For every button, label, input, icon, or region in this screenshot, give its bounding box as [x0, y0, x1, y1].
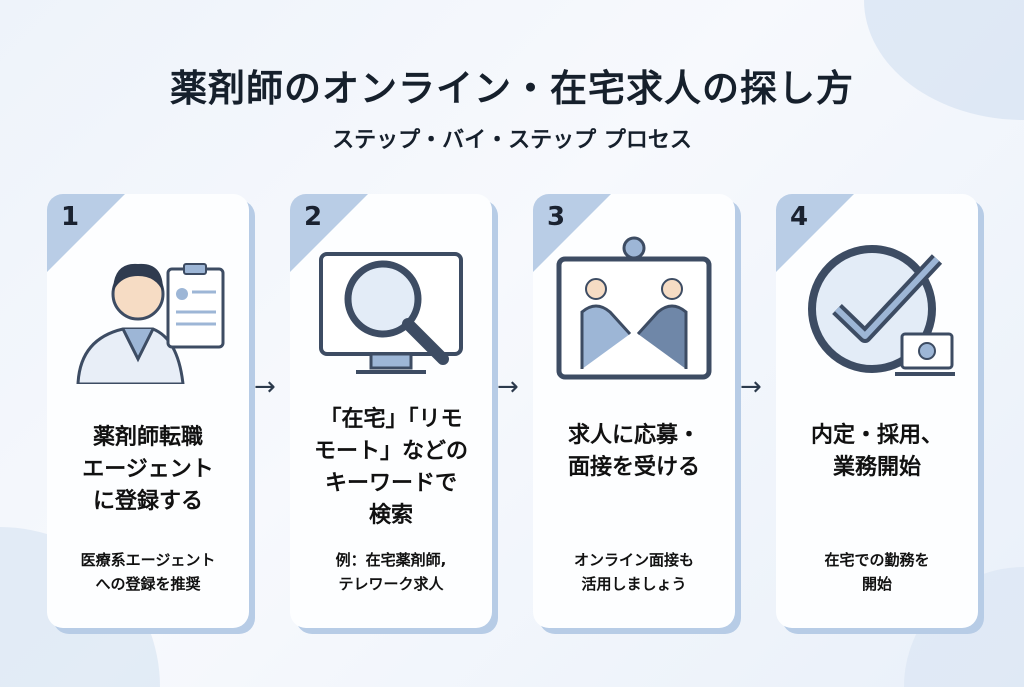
- arrow-icon: →: [254, 372, 276, 402]
- page-subtitle: ステップ・バイ・ステップ プロセス: [332, 128, 692, 153]
- arrow-icon: →: [497, 372, 519, 402]
- step-note: 在宅での勤務を 開始: [824, 551, 930, 593]
- step-title: 「在宅」「リモ モート」などの キーワードで 検索: [313, 407, 468, 528]
- step-note: オンライン面接も 活用しましょう: [573, 551, 694, 593]
- step-number: 1: [61, 202, 80, 232]
- step-note: 医療系エージェント への登録を推奨: [80, 551, 216, 593]
- video-interview-icon: [556, 236, 712, 380]
- step-title: 薬剤師転職 エージェント に登録する: [82, 425, 214, 514]
- step-title: 内定・採用、 業務開始: [810, 423, 943, 480]
- page-title: 薬剤師のオンライン・在宅求人の探し方: [170, 67, 854, 110]
- step-note: 例：在宅薬剤師, テレワーク求人: [335, 551, 447, 593]
- pharmacist-clipboard-icon: [76, 263, 225, 384]
- step-number: 2: [304, 202, 323, 232]
- number-badge: [47, 194, 125, 272]
- step-card-2: 2 「在宅」「リモ モート」などの キーワードで 検索 例：在宅薬剤師, テレワ…: [290, 194, 492, 628]
- step-number: 4: [790, 202, 809, 232]
- step-card-1: 1 薬剤師転職 エージェント に登録する 医療系エージェント への登録を推奨: [47, 194, 249, 628]
- step-card-3: 3 求人に応募・ 面接を受ける オンライン面接も 活用しましょう: [533, 194, 735, 628]
- checkmark-laptop-icon: [808, 245, 955, 376]
- monitor-search-icon: [319, 252, 463, 374]
- arrow-icon: →: [740, 372, 762, 402]
- step-title: 求人に応募・ 面接を受ける: [567, 423, 700, 480]
- step-number: 3: [547, 202, 566, 232]
- step-card-4: 4 内定・採用、 業務開始 在宅での勤務を 開始: [776, 194, 978, 628]
